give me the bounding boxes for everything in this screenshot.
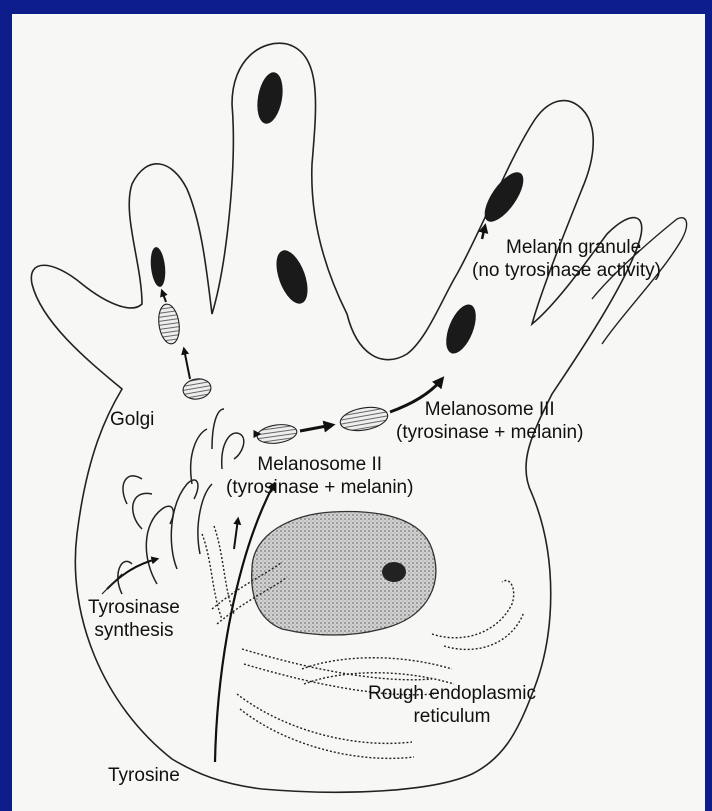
label-line: synthesis xyxy=(88,619,180,642)
label-tyrosine: Tyrosine xyxy=(108,764,180,787)
label-line: Rough endoplasmic xyxy=(368,682,536,705)
label-line: Golgi xyxy=(110,408,154,431)
melanosome-small xyxy=(181,377,212,402)
label-golgi: Golgi xyxy=(110,408,154,431)
label-line: Tyrosinase xyxy=(88,596,180,619)
melanin-granule xyxy=(149,246,167,287)
label-line: Melanosome III xyxy=(396,398,583,421)
label-line: (no tyrosinase activity) xyxy=(472,259,661,282)
label-line: Tyrosine xyxy=(108,764,180,787)
label-line: (tyrosinase + melanin) xyxy=(226,476,413,499)
melanin-granule xyxy=(270,246,314,308)
label-line: Melanin granule xyxy=(472,236,661,259)
melanosome-small xyxy=(156,303,181,345)
label-line: (tyrosinase + melanin) xyxy=(396,421,583,444)
label-line: Melanosome II xyxy=(226,453,413,476)
nucleus xyxy=(252,511,436,635)
label-melanosome-ii: Melanosome II (tyrosinase + melanin) xyxy=(226,453,413,499)
melanin-granule xyxy=(440,300,482,357)
melanin-granule xyxy=(254,70,287,125)
label-tyrosinase-synthesis: Tyrosinase synthesis xyxy=(88,596,180,642)
melanosome-iii xyxy=(338,404,389,434)
label-melanin-granule: Melanin granule (no tyrosinase activity) xyxy=(472,236,661,282)
label-rough-er: Rough endoplasmic reticulum xyxy=(368,682,536,728)
label-melanosome-iii: Melanosome III (tyrosinase + melanin) xyxy=(396,398,583,444)
diagram-paper: Melanin granule (no tyrosinase activity)… xyxy=(12,14,705,811)
nucleolus xyxy=(382,562,406,582)
melanosome-ii xyxy=(256,422,298,445)
label-line: reticulum xyxy=(368,705,536,728)
